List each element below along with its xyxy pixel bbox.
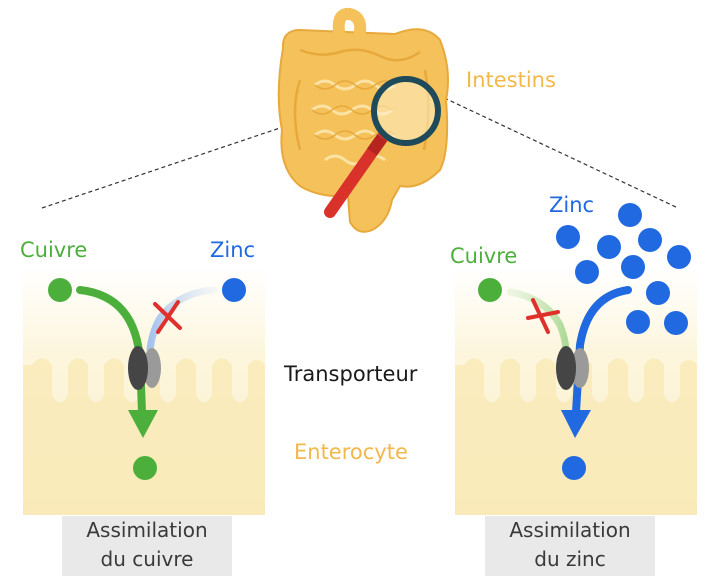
caption-right-line1: Assimilation bbox=[509, 518, 631, 542]
zinc-label-left: Zinc bbox=[210, 238, 256, 262]
enterocyte-label: Enterocyte bbox=[294, 440, 408, 464]
zinc-atom-cluster bbox=[556, 203, 691, 335]
caption-zinc-assimilation: Assimilation du zinc bbox=[485, 516, 655, 576]
transporter-left bbox=[128, 346, 161, 390]
copper-arrowhead-left bbox=[128, 410, 158, 438]
zinc-blocked-path-left bbox=[146, 286, 218, 354]
zinc-atom-right-bottom bbox=[562, 456, 586, 480]
magnifier-icon bbox=[324, 76, 441, 218]
copper-blocked-path-right bbox=[506, 288, 570, 356]
blocked-cross-right bbox=[526, 298, 560, 334]
zinc-arrowhead-right bbox=[561, 410, 591, 438]
intestins-label: Intestins bbox=[466, 68, 556, 92]
caption-copper-assimilation: Assimilation du cuivre bbox=[62, 516, 232, 576]
zinc-label-right: Zinc bbox=[549, 193, 595, 217]
copper-atom-left-bottom bbox=[133, 456, 157, 480]
copper-atom-right bbox=[478, 278, 502, 302]
cuivre-label-right: Cuivre bbox=[450, 244, 518, 268]
microvilli-left bbox=[23, 358, 265, 515]
caption-left-line1: Assimilation bbox=[86, 518, 208, 542]
caption-left-line2: du cuivre bbox=[100, 547, 194, 571]
zinc-atom-left bbox=[222, 278, 246, 302]
zinc-arrow-right bbox=[572, 286, 632, 416]
microvilli-right bbox=[455, 358, 697, 515]
blocked-cross-left bbox=[153, 300, 182, 334]
cuivre-label-left: Cuivre bbox=[20, 238, 88, 262]
copper-atom-left-top bbox=[48, 278, 72, 302]
zoom-line-right bbox=[437, 94, 679, 209]
transporter-right bbox=[556, 346, 589, 390]
caption-right-line2: du zinc bbox=[534, 547, 606, 571]
transporteur-label: Transporteur bbox=[284, 362, 418, 386]
